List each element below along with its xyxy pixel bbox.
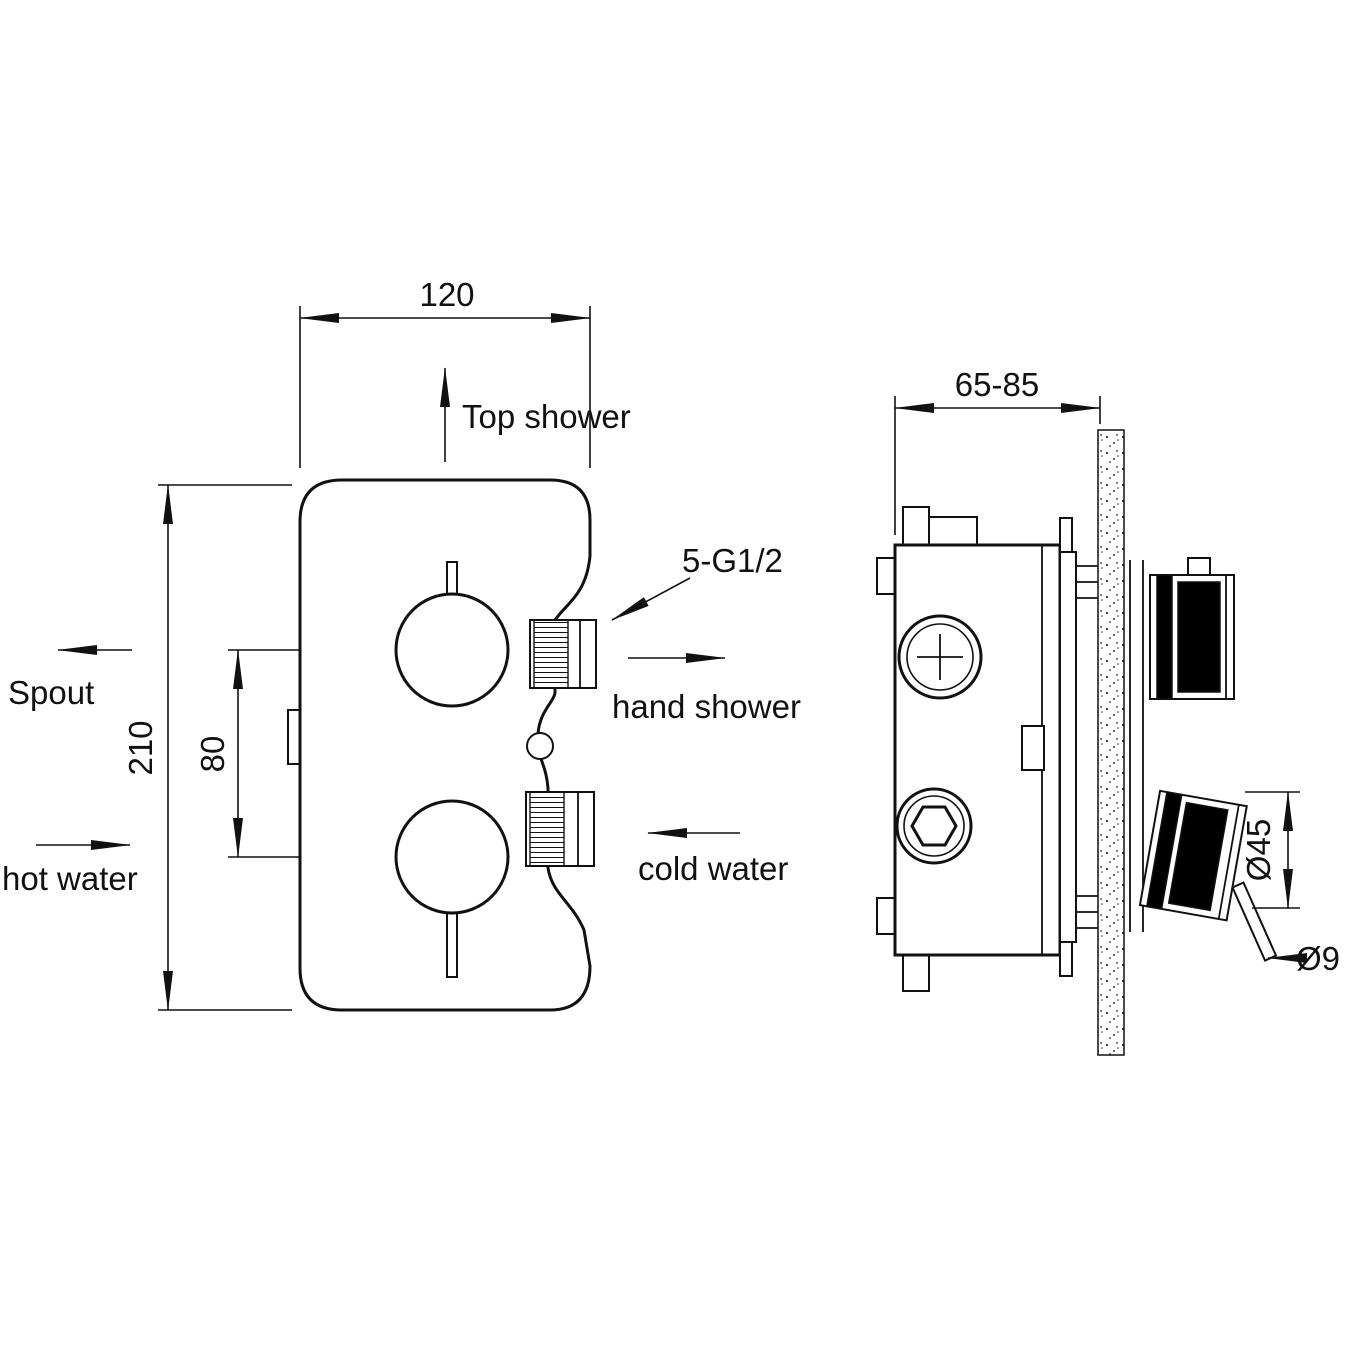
- handle-band: [1177, 581, 1221, 693]
- dimension-depth: 65-85: [894, 366, 1101, 535]
- flange-tab: [1059, 517, 1073, 555]
- hand-shower-label: hand shower: [612, 688, 801, 725]
- port-threads: [529, 791, 565, 867]
- top-shower-label: Top shower: [462, 398, 631, 435]
- front-view: 120 Top shower: [2, 276, 801, 1012]
- cold-water-port: [525, 791, 595, 867]
- box-step: [902, 506, 930, 548]
- hand-shower-callout: hand shower: [612, 653, 801, 725]
- port-threads: [533, 619, 569, 689]
- side-view: 65-85: [876, 366, 1340, 1056]
- spout-callout: Spout: [8, 645, 132, 711]
- hot-water-callout: hot water: [2, 840, 138, 897]
- bottom-knob-stem: [446, 910, 458, 978]
- box-detail-block: [1021, 725, 1045, 771]
- dimension-height-value: 210: [122, 720, 159, 775]
- bottom-knob: [394, 799, 510, 915]
- plug-outer: [895, 787, 973, 865]
- spout-label: Spout: [8, 674, 94, 711]
- hand-shower-port: [529, 619, 597, 689]
- box-step: [928, 516, 978, 548]
- hex-socket: [910, 805, 958, 847]
- dimension-spacing-value: 80: [194, 736, 231, 773]
- thread-callout: 5-G1/2: [611, 542, 783, 621]
- hot-water-label: hot water: [2, 860, 138, 897]
- flange-plate: [1059, 551, 1077, 943]
- dimension-height: 210: [122, 484, 292, 1011]
- thread-leader-line: [611, 577, 691, 621]
- dimension-width-value: 120: [419, 276, 474, 313]
- handle-band: [1156, 574, 1173, 700]
- cold-water-callout: cold water: [638, 828, 788, 887]
- dimension-knob-spacing: 80: [194, 649, 300, 858]
- edge-pivot-circle: [526, 732, 554, 760]
- top-handle: [1149, 557, 1235, 700]
- bottom-handle: [1138, 789, 1248, 922]
- thread-label: 5-G1/2: [682, 542, 783, 579]
- wall-fasteners: [1076, 565, 1098, 929]
- cold-water-label: cold water: [638, 850, 788, 887]
- wall-section: [1097, 429, 1125, 1056]
- dimension-width: 120: [299, 276, 591, 468]
- handle-endcap-line: [1217, 804, 1240, 920]
- plug-inner: [903, 795, 965, 857]
- dimension-lever-diameter: Ø9: [1267, 940, 1340, 977]
- handle-band: [1167, 801, 1229, 912]
- handle-band: [1145, 791, 1183, 910]
- dimension-depth-value: 65-85: [955, 366, 1039, 403]
- dimension-handle-diameter-value: Ø45: [1240, 819, 1277, 881]
- top-knob: [394, 592, 510, 708]
- handle-lever-rod: [1231, 881, 1278, 962]
- hex-plug: [895, 787, 973, 865]
- cartridge-inner: [906, 623, 974, 691]
- cartridge-face: [897, 614, 983, 700]
- dimension-lever-diameter-value: Ø9: [1296, 940, 1340, 977]
- flange-tab: [1059, 939, 1073, 977]
- dimension-handle-diameter: Ø45: [1240, 791, 1300, 909]
- box-step: [902, 952, 930, 992]
- top-shower-callout: Top shower: [440, 367, 631, 462]
